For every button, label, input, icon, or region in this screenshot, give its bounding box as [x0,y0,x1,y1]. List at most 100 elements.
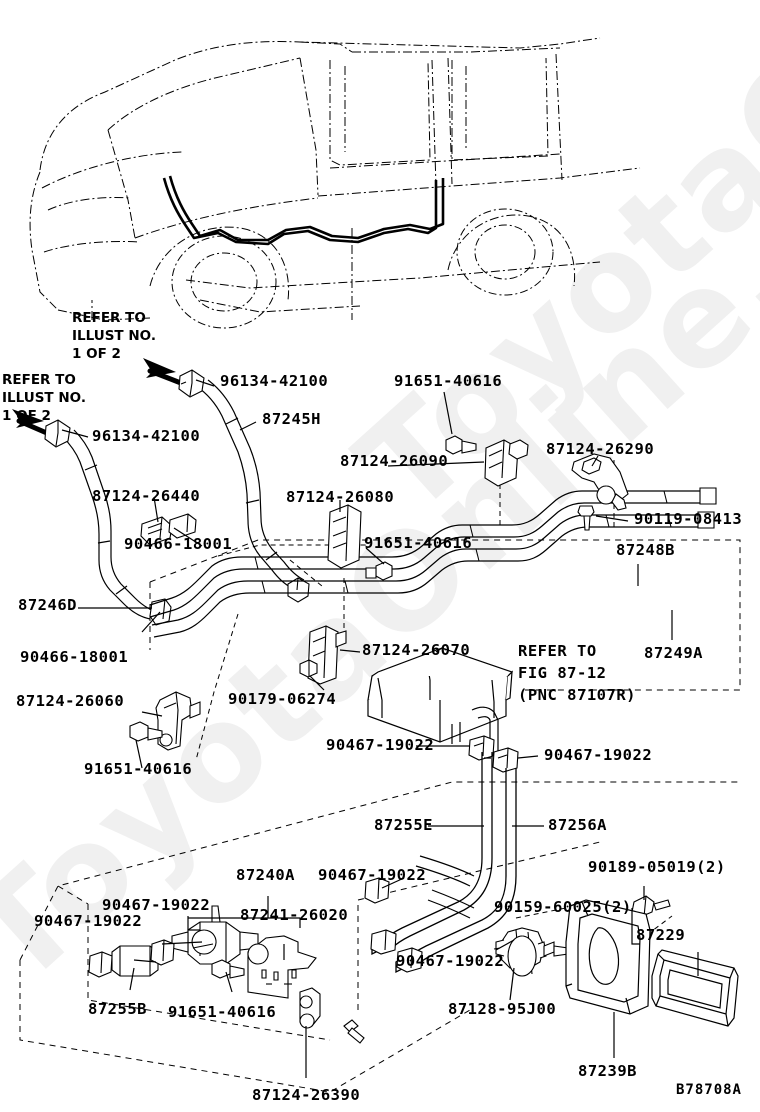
highlighted-pipe-route [162,175,445,246]
water-valve-87241-26020 [171,905,259,965]
part-label-87249A: 87249A [644,644,703,662]
refer-line: ILLUST NO. [72,328,156,344]
dashed-group-lower [19,781,742,1093]
refer-note-illust-top: REFER TO ILLUST NO. 1 OF 2 [72,309,156,363]
part-label-90467-19022-c: 90467-19022 [318,866,427,884]
refer-line: REFER TO [72,310,146,326]
leader-90119 [595,515,629,522]
bracket-87124-26290 [571,453,629,511]
part-label-87240A: 87240A [236,866,295,884]
part-label-90189-05019: 90189-05019(2) [588,858,726,876]
long-pipe-87249A [151,514,714,638]
leader-87245H [239,421,257,431]
leader-90466-b [141,611,161,633]
bolt-90119-08413 [577,505,595,531]
nut-90179-06274 [299,659,318,678]
pipe-end-ferrule [697,487,717,529]
bolt-91651-40616-a [445,435,477,455]
heater-core-unit [367,647,514,743]
part-label-87124-26090: 87124-26090 [340,452,449,470]
bolt-91651-40616-d [211,959,245,979]
bracket-87124-26080 [327,504,362,569]
clamp-96134-42100-a [178,369,205,398]
part-label-87248B: 87248B [616,541,675,559]
clamp-90467-19022-b [492,747,519,773]
hose-87246D [61,429,162,620]
refer-note-illust-left: REFER TO ILLUST NO. 1 OF 2 [2,371,86,425]
refer-line: 1 OF 2 [72,346,121,362]
part-label-90159-60025: 90159-60025(2) [494,898,632,916]
part-label-87256A: 87256A [548,816,607,834]
part-label-87229: 87229 [636,926,686,944]
dashed-group-upper [149,539,741,691]
part-label-90467-19022-f: 90467-19022 [396,952,505,970]
part-label-91651-40616-a: 91651-40616 [394,372,503,390]
leader-96134-a [195,379,215,387]
bolt-91651-40616-b [365,561,393,581]
clamp-90467-19022-a [468,735,495,761]
leader-90467-b [517,755,539,759]
clamp-90467-19022-c [370,929,397,955]
part-label-96134-42100-b: 96134-42100 [92,427,201,445]
part-label-87124-26070: 87124-26070 [362,641,471,659]
heater-core-outlets [451,706,499,758]
screw-26390 [343,1019,365,1044]
part-label-90467-19022-b: 90467-19022 [544,746,653,764]
part-label-87128-95J00: 87128-95J00 [448,1000,557,1018]
grille-87229 [651,949,739,1027]
clamp-96134-42100-b [44,419,71,448]
refer-line: 1 OF 2 [2,408,51,424]
clamp-90467-19022-g [364,877,390,904]
vehicle-outline-group [29,37,641,321]
part-label-87124-26290: 87124-26290 [546,440,655,458]
leader-90467-c [381,877,405,889]
valve-bracket-plate [247,935,317,999]
leader-91651-b [365,547,385,565]
leader-87124-26290 [591,455,599,467]
leader-87124-26440 [153,496,159,523]
hose-end-87245H [287,577,310,603]
part-label-87124-26440: 87124-26440 [92,487,201,505]
leader-87229 [631,908,640,945]
diagram-code: B78708A [675,1082,742,1098]
part-label-90467-19022-d: 90467-19022 [102,896,211,914]
leader-91651-d [225,971,233,993]
part-label-96134-42100-a: 96134-42100 [220,372,329,390]
part-label-87246D: 87246D [18,596,77,614]
bracket-87124-26390 [299,987,321,1029]
refer-fig-line3: (PNC 87107R) [518,686,636,704]
leader-91651-c [135,739,143,769]
part-label-87124-26080: 87124-26080 [286,488,395,506]
refer-fig-line1: REFER TO [518,642,597,660]
clamp-90466-18001-b [149,598,172,626]
leader-90159 [495,939,515,951]
refer-line: ILLUST NO. [2,390,86,406]
hose-87245H [195,379,305,589]
part-label-87255B: 87255B [88,1000,147,1018]
leader-87124-26070 [339,649,361,653]
part-label-87241-26020: 87241-26020 [240,906,349,924]
bracket-87124-26090 [484,439,529,487]
hose-87255B [111,945,159,977]
part-label-90179-06274: 90179-06274 [228,690,337,708]
duct-87239B [565,899,651,1015]
part-label-87124-26060: 87124-26060 [16,692,125,710]
leader-90179 [309,675,325,691]
bracket-87124-26060 [155,691,201,751]
leader-87128 [509,967,515,1001]
leader-87124-26060 [141,711,163,717]
refer-fig-note: REFER TO FIG 87-12 (PNC 87107R) [518,640,636,706]
leader-87240A-left [187,916,200,931]
part-label-91651-40616-d: 91651-40616 [168,1003,277,1021]
actuator-87128-95J00 [493,927,547,977]
part-label-91651-40616-b: 91651-40616 [364,534,473,552]
part-label-87239B: 87239B [578,1062,637,1080]
hose-tails-lower-right [415,855,475,919]
clamp-90467-19022-e [88,951,113,978]
part-label-90466-18001-b: 90466-18001 [20,648,129,666]
refer-line: REFER TO [2,372,76,388]
